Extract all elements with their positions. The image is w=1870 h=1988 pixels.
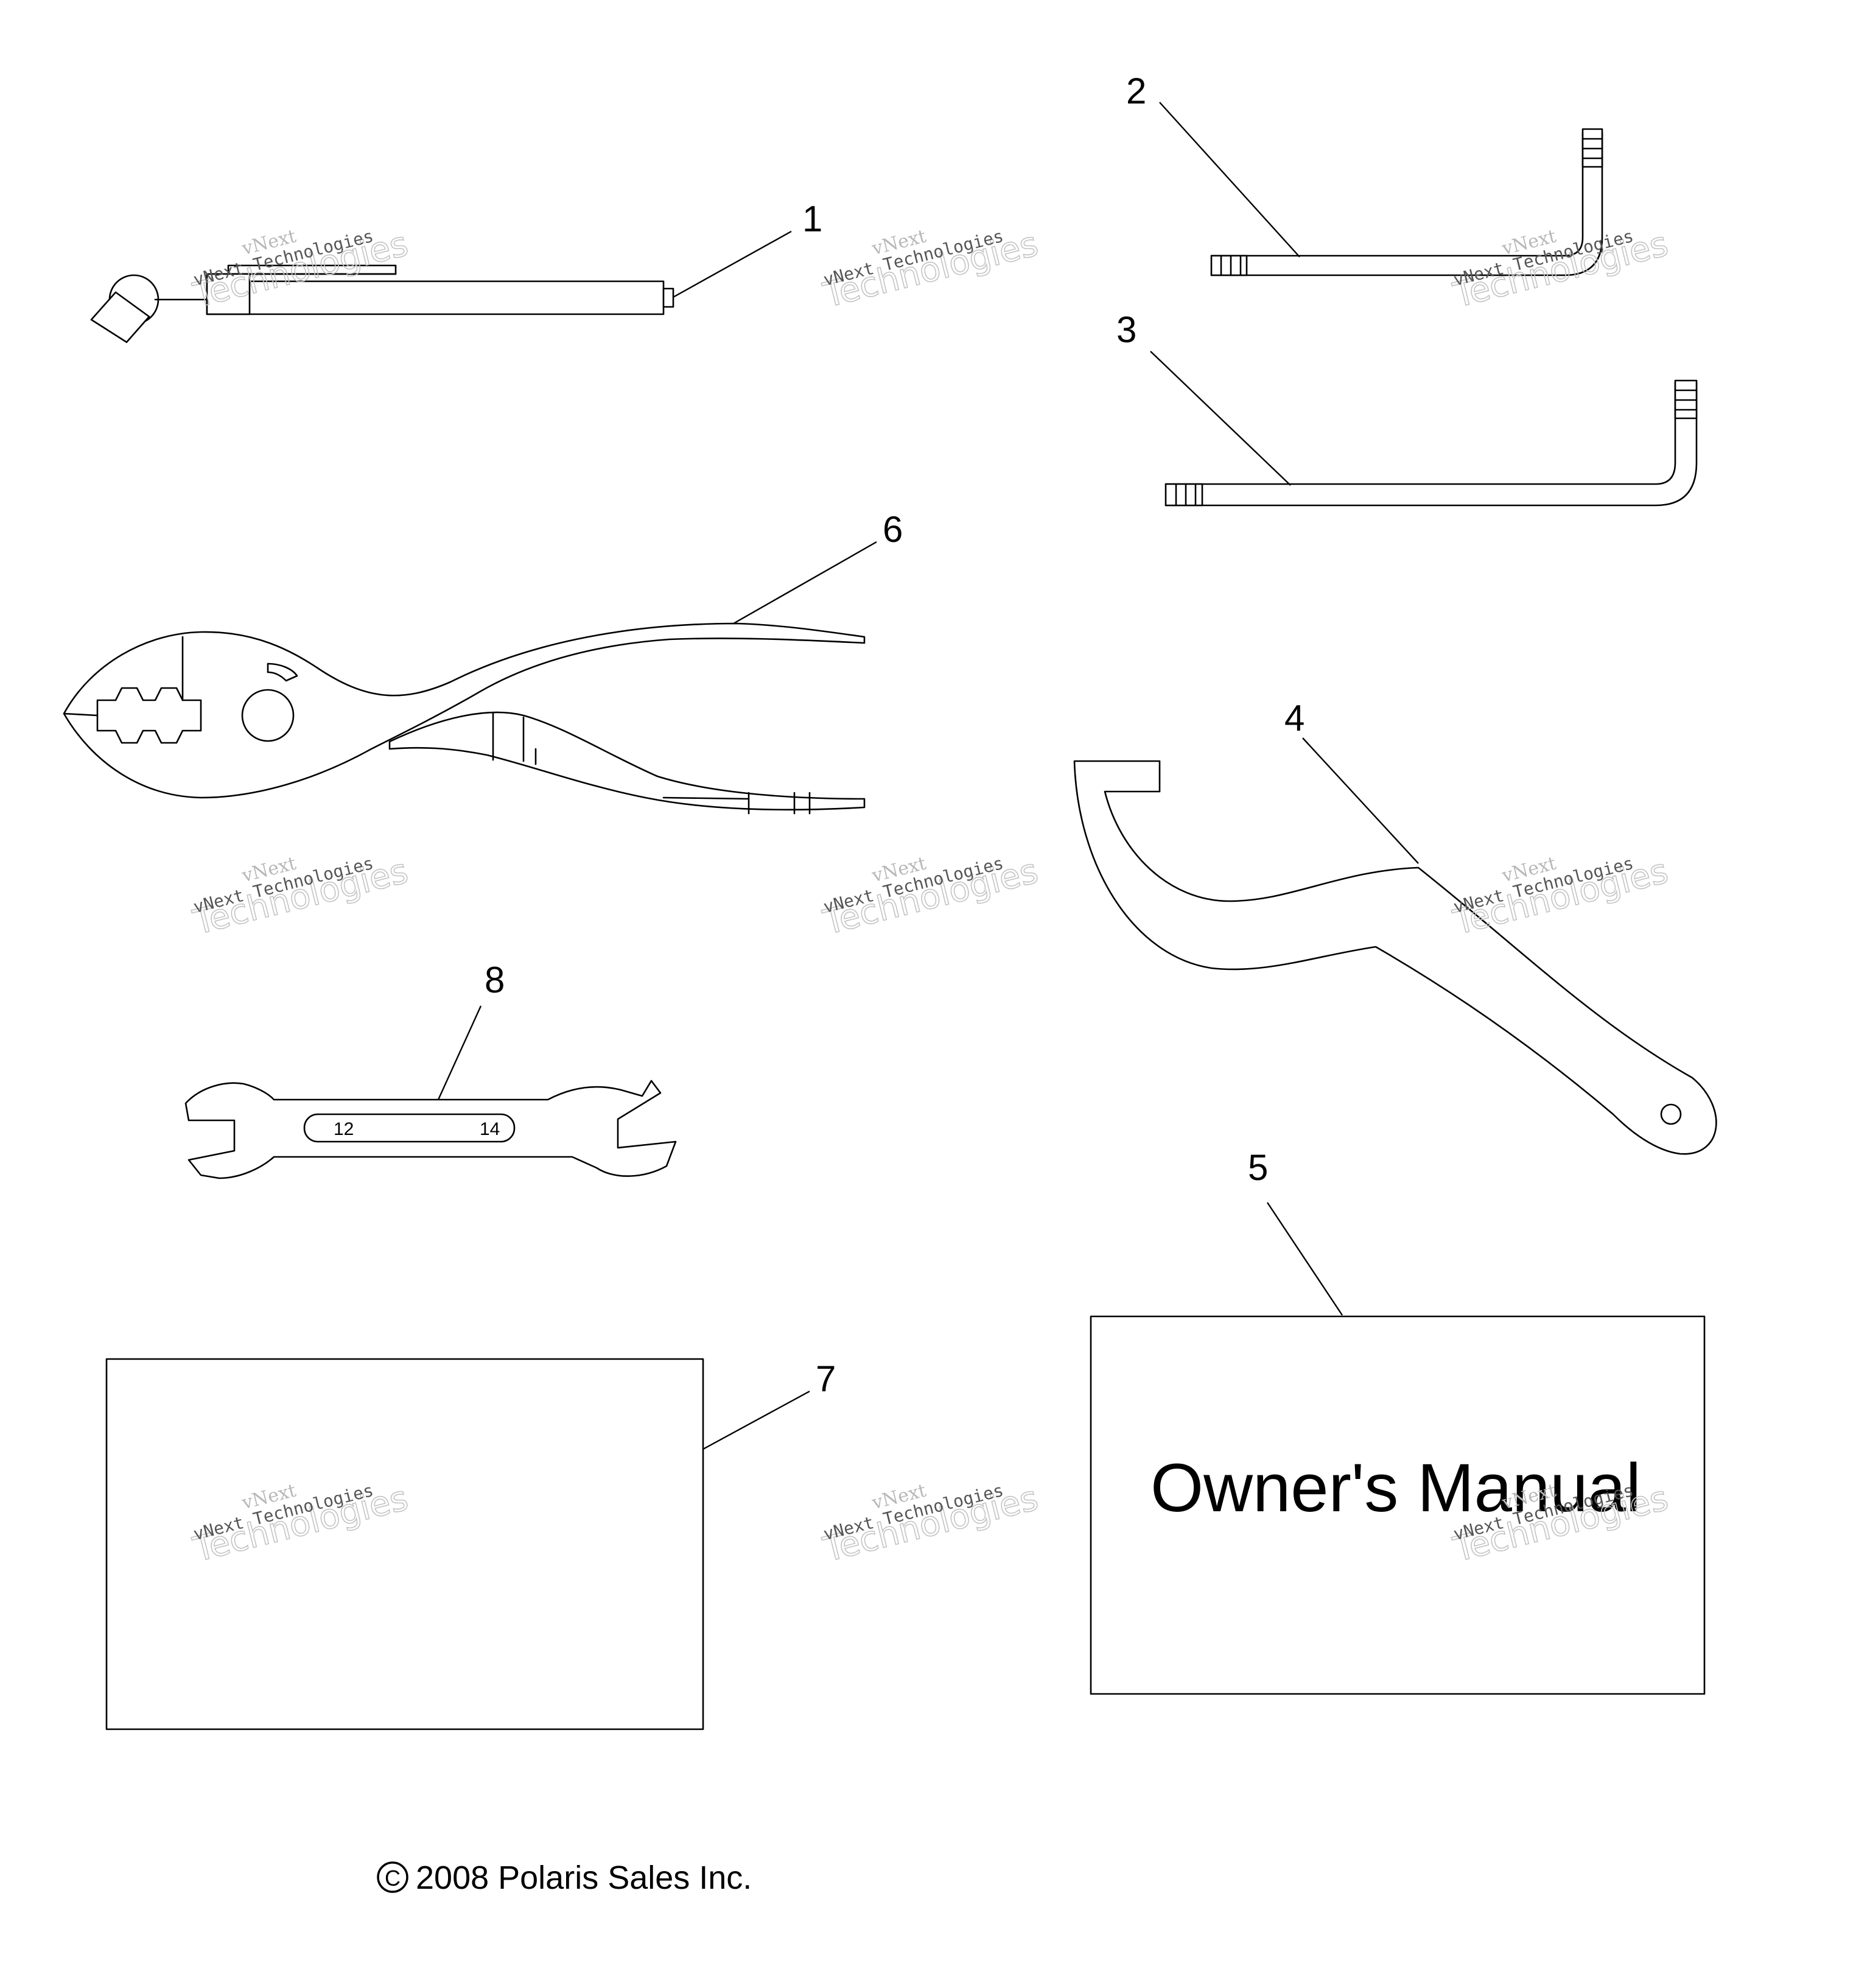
part-7-document: 7 — [105, 1358, 836, 1730]
part-8-open-end-wrench: 12 14 8 — [184, 960, 677, 1179]
callout-7: 7 — [816, 1358, 836, 1399]
wrench-size-12: 12 — [334, 1119, 354, 1139]
copyright-icon-letter: C — [385, 1866, 401, 1891]
callout-8: 8 — [485, 960, 505, 1000]
owners-manual-title: Owner's Manual — [1150, 1450, 1641, 1526]
part-2-hex-key-small: 2 — [1126, 71, 1603, 276]
part-4-spanner-wrench: 4 — [1073, 698, 1717, 1155]
footer: C 2008 Polaris Sales Inc. — [377, 1860, 752, 1896]
callout-2: 2 — [1126, 71, 1146, 111]
callout-6: 6 — [883, 509, 903, 550]
callout-5: 5 — [1248, 1147, 1268, 1188]
copyright-text: 2008 Polaris Sales Inc. — [416, 1860, 752, 1896]
callout-3: 3 — [1116, 309, 1136, 350]
part-6-pliers: 6 — [63, 509, 903, 815]
part-1-pressure-gauge: 1 — [90, 198, 822, 343]
part-3-hex-key-large: 3 — [1116, 309, 1698, 507]
callout-4: 4 — [1284, 698, 1304, 739]
callout-1: 1 — [802, 198, 822, 239]
part-5-owners-manual: Owner's Manual 5 — [1090, 1147, 1706, 1695]
wrench-size-14: 14 — [480, 1119, 500, 1139]
copyright-icon — [377, 1861, 408, 1893]
